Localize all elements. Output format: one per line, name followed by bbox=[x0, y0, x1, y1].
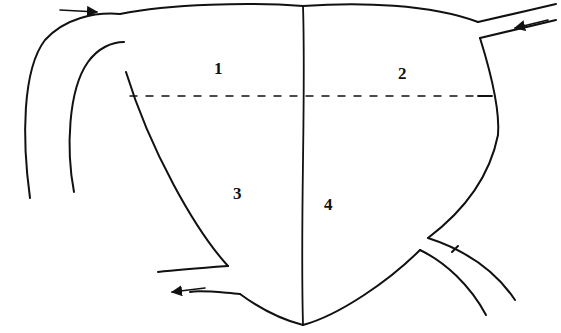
vessel bbox=[480, 20, 556, 38]
vessel bbox=[420, 250, 486, 315]
flow-arrow bbox=[60, 10, 97, 12]
valve-tick bbox=[478, 95, 492, 97]
flow-arrow bbox=[515, 20, 548, 28]
septum bbox=[302, 6, 304, 325]
callout-number: 3 bbox=[233, 185, 242, 202]
vessel bbox=[70, 42, 124, 192]
callout-number: 1 bbox=[214, 60, 223, 77]
valve-plane bbox=[130, 95, 490, 96]
heart-outline bbox=[126, 72, 228, 266]
heart-outline bbox=[428, 38, 498, 238]
vessel bbox=[478, 4, 556, 22]
callout-number: 2 bbox=[398, 65, 407, 82]
heart-outline bbox=[120, 4, 478, 22]
vessel bbox=[158, 266, 228, 272]
heart-outline bbox=[240, 250, 420, 325]
vessel bbox=[428, 238, 515, 300]
callout-number: 4 bbox=[324, 196, 333, 213]
flow-arrow bbox=[172, 288, 205, 292]
valve-tick bbox=[452, 246, 458, 252]
vessel bbox=[190, 291, 240, 294]
